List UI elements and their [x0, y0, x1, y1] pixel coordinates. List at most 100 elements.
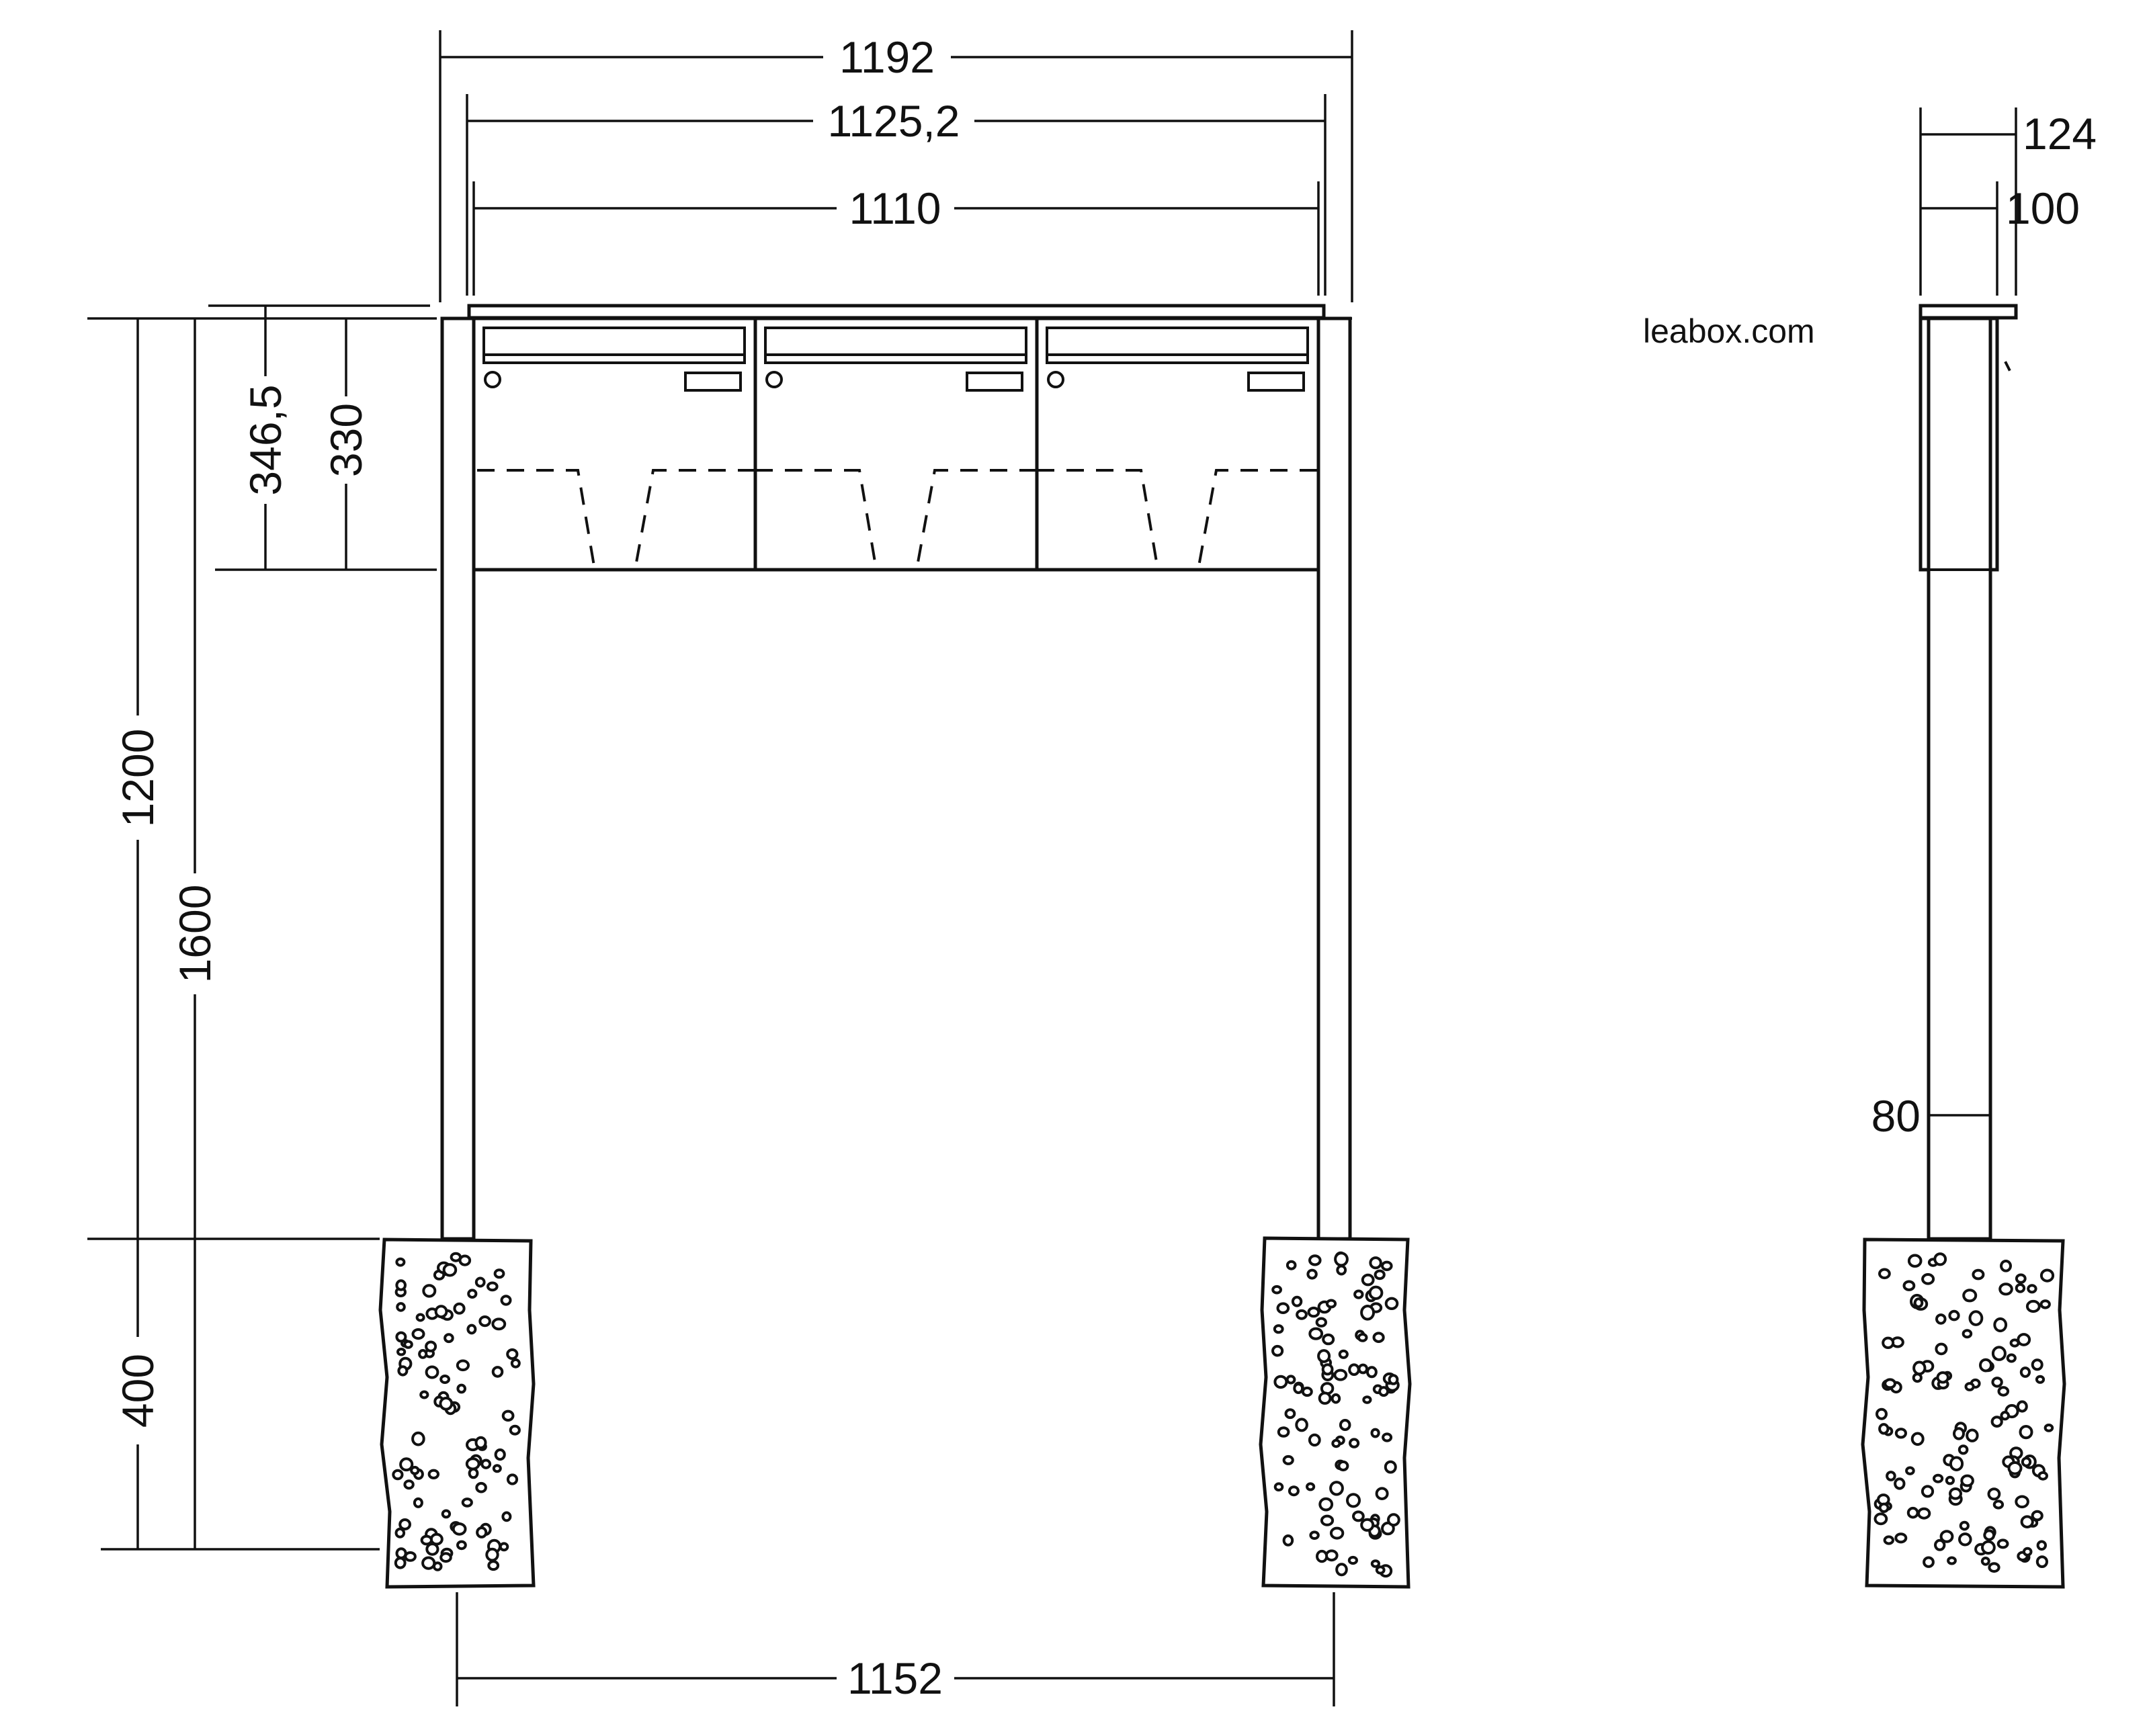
dimension-label-80: 80 — [1871, 1091, 1921, 1141]
gravel-stone — [421, 1556, 436, 1570]
gravel-stone — [2031, 1358, 2043, 1371]
dimension-roof-depth: 124 — [1919, 107, 2097, 296]
gravel-stone — [2016, 1400, 2028, 1413]
gravel-stone — [1369, 1256, 1382, 1270]
gravel-stone — [1991, 1346, 2007, 1361]
gravel-stone — [1347, 1555, 1359, 1565]
gravel-stone — [422, 1284, 437, 1298]
dimension-post-spacing: 1152 — [456, 1592, 1335, 1706]
gravel-stone — [1934, 1538, 1946, 1551]
gravel-stone — [1979, 1358, 1992, 1373]
gravel-stone — [418, 1349, 428, 1359]
gravel-stone — [425, 1365, 439, 1379]
gravel-stone — [419, 1390, 429, 1399]
gravel-stone — [1949, 1487, 1962, 1500]
dimension-label-330: 330 — [321, 403, 371, 477]
gravel-stone — [1331, 1438, 1341, 1448]
gravel-stone — [1933, 1252, 1947, 1266]
gravel-stone — [1998, 1283, 2013, 1296]
gravel-stone — [1352, 1510, 1365, 1522]
gravel-stone — [394, 1557, 407, 1569]
gravel-stone — [1987, 1487, 2001, 1501]
gravel-stone — [1315, 1317, 1328, 1328]
gravel-stone — [456, 1359, 470, 1372]
name-plate — [966, 372, 1023, 392]
gravel-stone — [1388, 1374, 1399, 1385]
gravel-stone — [474, 1276, 486, 1288]
dimension-label-1200: 1200 — [113, 729, 163, 828]
dimension-label-1110: 1110 — [849, 183, 941, 233]
gravel-stone — [2021, 1457, 2032, 1467]
gravel-stone — [1957, 1444, 1969, 1455]
gravel-stone — [2039, 1299, 2051, 1309]
gravel-stone — [1316, 1549, 1329, 1563]
gravel-stone — [1273, 1482, 1284, 1491]
gravel-stone — [501, 1409, 515, 1422]
gravel-stone — [2006, 1353, 2017, 1363]
gravel-stone — [1878, 1268, 1891, 1280]
gravel-stone — [1318, 1391, 1332, 1405]
gravel-stone — [396, 1302, 406, 1312]
gravel-stone — [493, 1268, 505, 1279]
gravel-stone — [1331, 1393, 1341, 1404]
gravel-stone — [467, 1289, 478, 1299]
gravel-stone — [439, 1397, 454, 1411]
gravel-stone — [1273, 1324, 1284, 1334]
gravel-stone — [1277, 1426, 1290, 1438]
gravel-stone — [1329, 1481, 1344, 1496]
gravel-stone — [1282, 1534, 1294, 1547]
gravel-stone — [1296, 1309, 1308, 1320]
gravel-stone — [2019, 1425, 2033, 1440]
gravel-stone — [1983, 1529, 1996, 1541]
mailbox-1 — [477, 327, 755, 570]
gravel-stone — [2036, 1540, 2048, 1551]
gravel-stone — [506, 1348, 519, 1360]
lock-icon — [484, 371, 501, 388]
gravel-stone — [411, 1431, 425, 1446]
gravel-stone — [1912, 1360, 1927, 1376]
gravel-stone — [1372, 1332, 1385, 1343]
gravel-stone — [1324, 1549, 1339, 1562]
gravel-stone — [1992, 1500, 2005, 1510]
mailbox-unit — [472, 316, 1320, 572]
gravel-stone — [1353, 1289, 1364, 1299]
gravel-stone — [1336, 1264, 1347, 1276]
gravel-stone — [2020, 1515, 2034, 1528]
dimension-label-400: 400 — [113, 1354, 163, 1428]
gravel-stone — [1348, 1363, 1360, 1376]
gravel-stone — [1293, 1383, 1304, 1395]
mailbox-2 — [755, 327, 1037, 570]
dimension-post-width: 80 — [1871, 1091, 1990, 1141]
gravel-stone — [1959, 1520, 1970, 1531]
gravel-stone — [2000, 1260, 2012, 1272]
gravel-stone — [432, 1561, 443, 1571]
gravel-stone — [1378, 1386, 1390, 1397]
gravel-stone — [420, 1534, 433, 1546]
gravel-stone — [404, 1551, 417, 1562]
gravel-stone — [2022, 1547, 2033, 1557]
gravel-stone — [1360, 1305, 1376, 1321]
gravel-stone — [396, 1348, 407, 1356]
gravel-stone — [1357, 1363, 1369, 1375]
gravel-stone — [415, 1313, 425, 1322]
gravel-stone — [1964, 1382, 1975, 1391]
gravel-stone — [1981, 1540, 1996, 1555]
gravel-stone — [1346, 1493, 1361, 1508]
dimension-label-1152: 1152 — [847, 1653, 943, 1703]
gravel-stone — [1960, 1474, 1974, 1487]
gravel-stone — [492, 1464, 502, 1473]
gravel-stone — [1370, 1428, 1380, 1438]
concrete-foundation-right — [1259, 1236, 1412, 1589]
gravel-stone — [494, 1448, 506, 1461]
gravel-stone — [1962, 1289, 1978, 1303]
gravel-stone — [439, 1552, 452, 1563]
gravel-stone — [474, 1436, 487, 1450]
gravel-stone — [2037, 1471, 2048, 1481]
gravel-stone — [434, 1305, 448, 1319]
dimension-box-width: 1110 — [472, 181, 1320, 296]
gravel-stone — [1286, 1375, 1296, 1385]
post-right — [1316, 316, 1352, 1241]
gravel-stone — [2019, 1366, 2031, 1378]
gravel-stone — [1375, 1487, 1389, 1500]
